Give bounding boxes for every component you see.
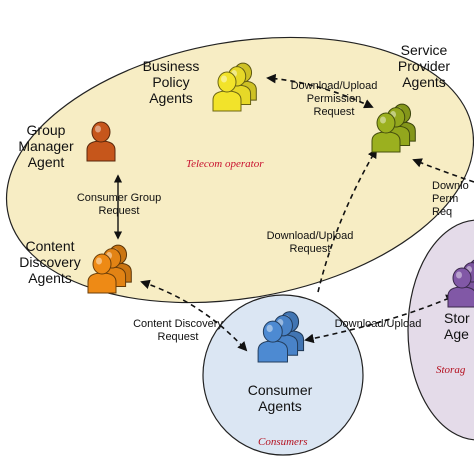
- content-discovery-agents-label: Content Discovery Agents: [10, 238, 90, 286]
- consumer-agents-figure-front: [257, 320, 288, 363]
- storage-agents-icon: [447, 259, 474, 308]
- sp-request-line1: Download/Upload: [266, 230, 354, 242]
- consumer-storage-edge-label: Download/Upload: [330, 318, 426, 331]
- group-manager-line3: Agent: [27, 154, 65, 171]
- group-manager-agent-figure: [86, 121, 116, 162]
- group-manager-agent-label: Group Manager Agent: [10, 122, 82, 170]
- permission-line3: Request: [313, 106, 355, 119]
- storage-agents-label: Stor Age: [444, 310, 470, 342]
- group-request-line1: Consumer Group: [76, 192, 162, 204]
- business-policy-line2: Policy: [152, 74, 190, 91]
- permission-edge-label: Download/Upload Permission Request: [282, 80, 386, 120]
- service-provider-line2: Provider: [397, 58, 451, 75]
- group-request-line2: Request: [98, 205, 140, 218]
- permission-line2: Permission: [306, 93, 362, 106]
- group-request-edge-label: Consumer Group Request: [68, 192, 170, 218]
- sp-request-edge: [317, 148, 377, 293]
- storage-partial-line1: Downlo: [432, 180, 469, 192]
- consumers-region-label: Consumers: [258, 436, 308, 448]
- service-provider-agents-label: Service Provider Agents: [378, 42, 470, 90]
- consumer-agents-icon: [257, 311, 305, 363]
- storage-partial-edge-label: Downlo Perm Req: [432, 180, 469, 220]
- storage-region-label: Storag: [436, 364, 466, 376]
- consumer-storage-line1: Download/Upload: [334, 318, 422, 330]
- business-policy-line1: Business: [142, 58, 200, 74]
- sp-request-line2: Request: [289, 243, 331, 256]
- storage-partial-line3: Req: [432, 206, 453, 219]
- discovery-request-edge-label: Content Discovery Request: [124, 318, 232, 344]
- discovery-request-line1: Content Discovery: [133, 318, 223, 330]
- permission-edge: [266, 73, 374, 109]
- consumer-storage-edge: [304, 294, 456, 344]
- group-manager-line1: Group: [26, 122, 66, 138]
- business-policy-agents-figure-front: [212, 71, 242, 112]
- storage-partial-line2: Perm: [432, 193, 459, 206]
- business-policy-agents-label: Business Policy Agents: [130, 58, 212, 106]
- storage-agents-figure-front: [447, 267, 474, 308]
- service-provider-line3: Agents: [402, 74, 446, 91]
- sp-request-edge-label: Download/Upload Request: [258, 230, 362, 256]
- storage-line2: Age: [444, 326, 469, 343]
- consumer-line1: Consumer: [247, 382, 313, 398]
- content-discovery-agents-icon: [87, 244, 132, 294]
- content-discovery-agents-figure-front: [87, 253, 117, 294]
- consumer-agents-label: Consumer Agents: [232, 382, 328, 414]
- storage-sp-edge: [412, 158, 474, 183]
- consumer-line2: Agents: [258, 398, 302, 415]
- telecom-operator-region-label: Telecom operator: [186, 158, 264, 170]
- discovery-request-edge: [140, 279, 248, 352]
- service-provider-line1: Service: [400, 42, 448, 58]
- service-provider-agents-icon: [371, 103, 416, 153]
- business-policy-agents-icon: [212, 62, 257, 112]
- storage-line1: Stor: [444, 310, 470, 326]
- business-policy-line3: Agents: [149, 90, 193, 107]
- content-discovery-line2: Discovery: [19, 254, 81, 271]
- group-manager-agent-icon: [86, 121, 116, 162]
- content-discovery-line1: Content: [25, 238, 75, 254]
- service-provider-agents-figure-front: [371, 112, 401, 153]
- permission-line1: Download/Upload: [290, 80, 378, 92]
- group-manager-line2: Manager: [18, 138, 74, 155]
- content-discovery-line3: Agents: [28, 270, 72, 287]
- discovery-request-line2: Request: [157, 331, 199, 344]
